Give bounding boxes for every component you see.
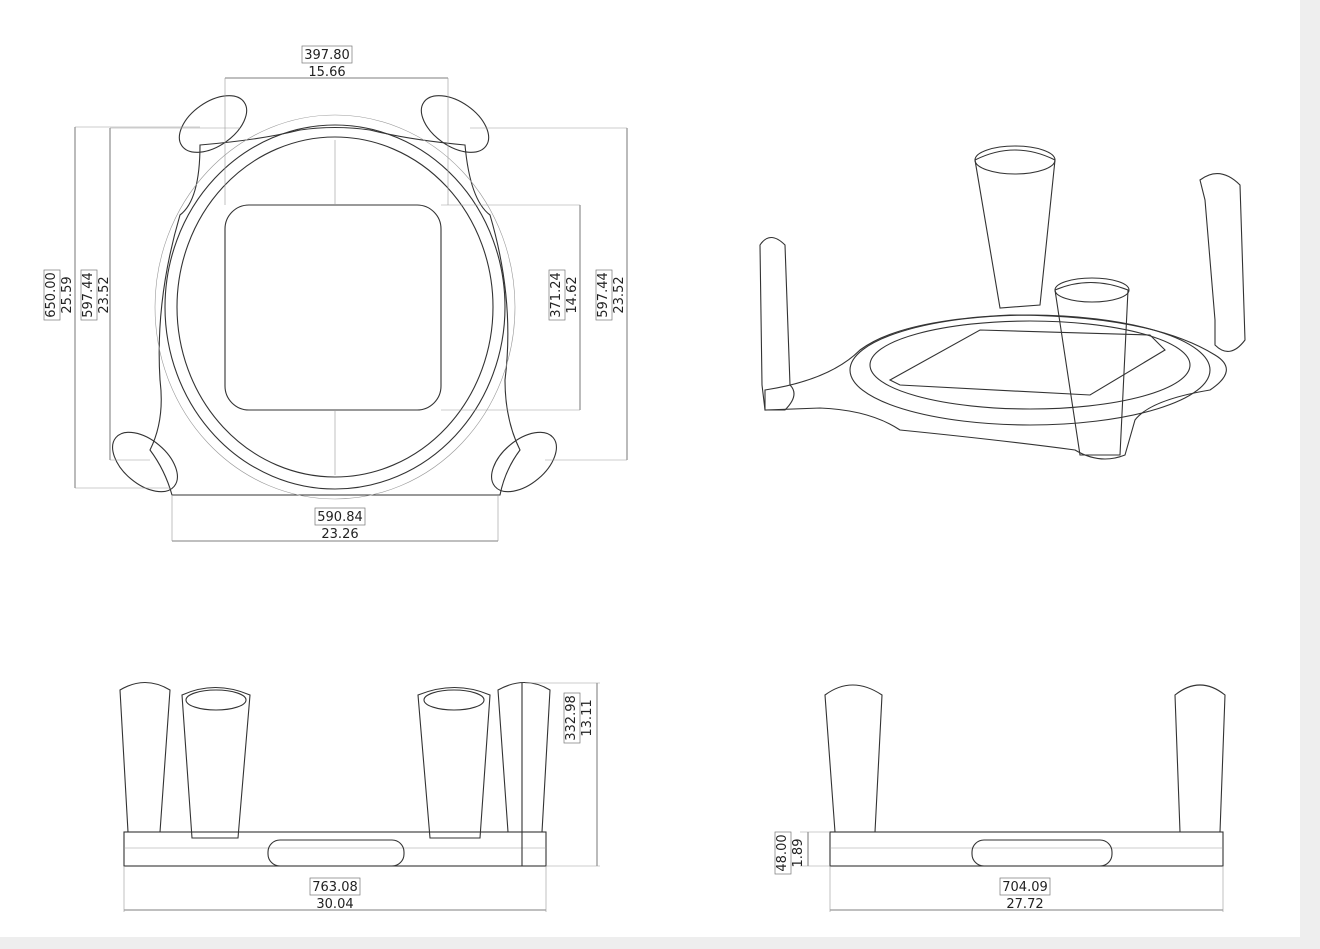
inner-ring (176, 136, 494, 478)
dim-side-base-thickness: 48.00 1.89 (774, 831, 830, 875)
dim-metric: 371.24 (549, 272, 564, 318)
foot-pad-top-left (178, 95, 248, 153)
center-opening (224, 204, 442, 411)
dim-metric: 597.44 (596, 272, 611, 318)
dim-metric: 48.00 (775, 834, 790, 871)
dim-imperial: 1.89 (791, 839, 806, 868)
post-front-left (759, 236, 795, 411)
dim-imperial: 23.52 (612, 276, 627, 313)
dim-side-overall-width: 704.09 27.72 (829, 866, 1224, 912)
leg-outer-right (497, 681, 551, 833)
dim-metric: 332.98 (564, 695, 579, 741)
post-back-center-cap (974, 145, 1056, 175)
base-bar (829, 831, 1224, 867)
dim-ring-height-right: 597.44 23.52 (470, 127, 628, 461)
center-hub (971, 839, 1113, 867)
sheet-border-bottom (0, 937, 1320, 949)
dim-imperial: 27.72 (1006, 897, 1043, 912)
base-frame (764, 314, 1227, 460)
foot-pad-bottom-left (112, 431, 178, 493)
dim-imperial: 23.26 (321, 527, 358, 542)
dim-metric: 397.80 (304, 48, 350, 63)
foot-pad-top-right (420, 95, 490, 153)
sheet-border-right (1300, 0, 1320, 949)
center-hub (267, 839, 405, 867)
dim-front-overall-width: 763.08 30.04 (123, 866, 547, 912)
leg-inner-right (417, 687, 491, 839)
dim-imperial: 13.11 (580, 699, 595, 736)
dim-metric: 597.44 (81, 272, 96, 318)
leg-left (824, 684, 883, 833)
dim-imperial: 30.04 (316, 897, 353, 912)
leg-right (1174, 684, 1226, 833)
dim-metric: 763.08 (312, 880, 358, 895)
leg-inner-left (181, 687, 251, 839)
dim-ring-height-left: 597.44 23.52 (80, 127, 240, 461)
dim-base-width: 590.84 23.26 (171, 495, 499, 542)
dim-imperial: 23.52 (97, 276, 112, 313)
dim-overall-height: 650.00 25.59 (43, 126, 200, 489)
center-plate (888, 329, 1166, 396)
front-view: 763.08 30.04 332.98 13.11 (119, 681, 600, 912)
ring-inner (869, 320, 1191, 410)
outer-ring (164, 124, 506, 490)
outer-frame-outline (149, 126, 521, 496)
dim-metric: 590.84 (317, 510, 363, 525)
side-view: 704.09 27.72 48.00 1.89 (774, 684, 1226, 912)
dim-inner-width: 397.80 15.66 (224, 45, 449, 205)
isometric-view (759, 145, 1246, 460)
post-front-right (1054, 282, 1129, 456)
post-back-center (974, 149, 1056, 309)
leg-inner-left-cap (185, 689, 247, 711)
dim-opening-height: 371.24 14.62 (441, 204, 581, 411)
post-back-right (1199, 173, 1246, 352)
ring-tangent (154, 114, 516, 500)
top-view: 397.80 15.66 650.00 25.59 597.44 23.52 (43, 45, 628, 542)
dim-metric: 650.00 (44, 272, 59, 318)
foot-pad-bottom-right (491, 431, 557, 493)
leg-outer-left (119, 681, 171, 833)
dim-imperial: 14.62 (565, 276, 580, 313)
dim-front-overall-height: 332.98 13.11 (525, 682, 600, 867)
dim-imperial: 25.59 (60, 276, 75, 313)
post-front-right-cap (1054, 277, 1130, 303)
dim-imperial: 15.66 (308, 65, 345, 80)
ring-outer (849, 314, 1211, 426)
base-bar (123, 831, 547, 867)
leg-inner-right-cap (423, 689, 485, 711)
dim-metric: 704.09 (1002, 880, 1048, 895)
